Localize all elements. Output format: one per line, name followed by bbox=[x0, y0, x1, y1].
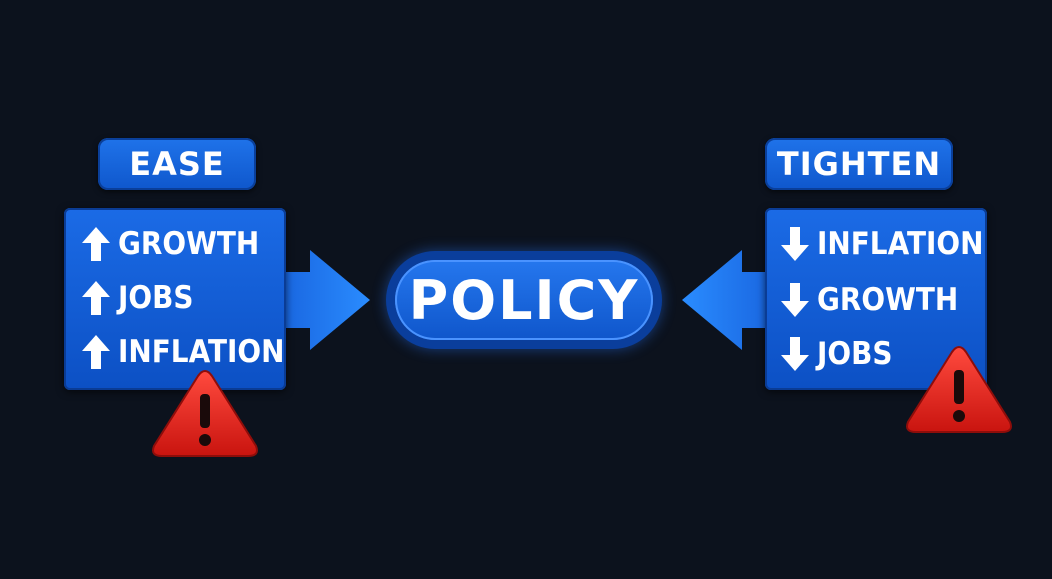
tighten-panel: INFLATION GROWTH JOBS bbox=[765, 208, 987, 390]
tighten-item-label: JOBS bbox=[817, 336, 893, 372]
arrow-up-icon bbox=[82, 281, 110, 315]
ease-item-label: INFLATION bbox=[118, 334, 285, 370]
ease-item-label: GROWTH bbox=[118, 226, 260, 262]
arrow-down-icon bbox=[781, 283, 809, 317]
ease-item-label: JOBS bbox=[118, 280, 194, 316]
ease-item: INFLATION bbox=[82, 334, 303, 370]
warning-triangle-icon bbox=[152, 370, 258, 457]
tighten-item: INFLATION bbox=[781, 226, 1002, 262]
policy-node: POLICY bbox=[386, 251, 662, 349]
ease-item: JOBS bbox=[82, 280, 202, 316]
arrow-down-icon bbox=[781, 227, 809, 261]
left-arrow-icon bbox=[682, 250, 784, 350]
warning-triangle-icon bbox=[906, 346, 1012, 433]
ease-panel: GROWTH JOBS INFLATION bbox=[64, 208, 286, 390]
arrow-down-icon bbox=[781, 337, 809, 371]
tighten-title-text: TIGHTEN bbox=[776, 145, 942, 183]
tighten-title: TIGHTEN bbox=[765, 138, 953, 190]
ease-item: GROWTH bbox=[82, 226, 275, 262]
arrow-up-icon bbox=[82, 227, 110, 261]
right-arrow-icon bbox=[270, 250, 370, 350]
tighten-item: GROWTH bbox=[781, 282, 974, 318]
tighten-item-label: INFLATION bbox=[817, 226, 984, 262]
ease-title-text: EASE bbox=[129, 145, 225, 183]
arrow-up-icon bbox=[82, 335, 110, 369]
tighten-item-label: GROWTH bbox=[817, 282, 959, 318]
tighten-item: JOBS bbox=[781, 336, 901, 372]
ease-title: EASE bbox=[98, 138, 256, 190]
policy-label: POLICY bbox=[395, 260, 653, 340]
